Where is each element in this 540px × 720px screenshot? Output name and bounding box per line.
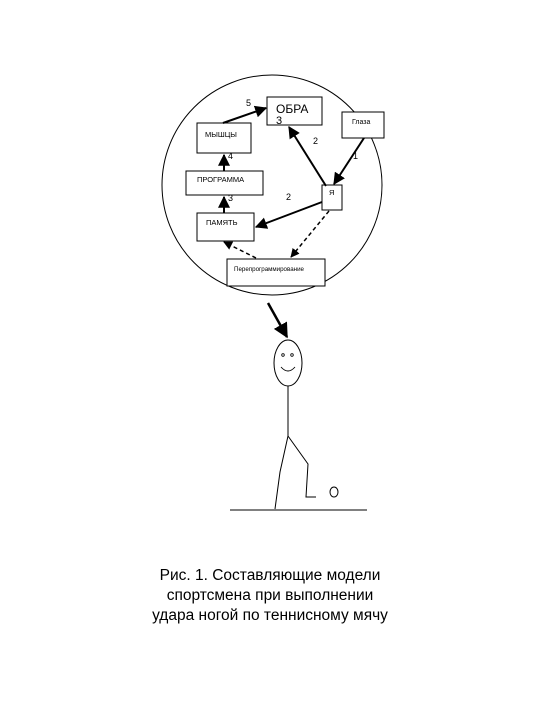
arrow-ya-pereprog (290, 210, 330, 258)
edge-label-5: 5 (246, 98, 251, 108)
tennis-ball (329, 486, 339, 498)
myshtsy-label: МЫШЦЫ (205, 130, 237, 139)
arrow-pereprog-pamyat (223, 241, 257, 259)
arrow-myshtsy-obraz (222, 105, 268, 124)
edge-label-4: 4 (228, 151, 233, 161)
arrow-ya-pamyat (254, 201, 323, 229)
edge-label-3: 3 (228, 193, 233, 203)
edge-label-2-obraz: 2 (313, 136, 318, 146)
pereprog-box (226, 258, 326, 287)
obraz-label-1: ОБРА (276, 102, 308, 116)
caption-line-1: Рис. 1. Составляющие модели (159, 567, 381, 584)
pereprog-label: Перепрограммирование (234, 266, 305, 273)
figure-head (273, 339, 303, 387)
figure-caption: Рис. 1. Составляющие модели спортсмена п… (0, 566, 540, 626)
obraz-box (266, 96, 323, 126)
figure-right-eye (290, 353, 294, 357)
arrow-glaza-ya (333, 137, 365, 186)
myshtsy-box (196, 122, 252, 154)
figure-smile (280, 366, 296, 372)
figure-right-leg (287, 435, 316, 498)
figure-left-eye (281, 353, 285, 357)
arrow-ya-obraz (288, 125, 327, 187)
caption-line-3: удара ногой по теннисному мячу (152, 607, 388, 624)
figure-left-leg (274, 435, 289, 510)
caption-line-2: спортсмена при выполнении (166, 587, 374, 604)
pamyat-box (196, 212, 255, 242)
glaza-label: Глаза (352, 119, 371, 126)
obraz-label-2: 3 (276, 115, 282, 127)
arrow-mind-head (266, 302, 289, 339)
programma-label: ПРОГРАММА (197, 175, 244, 184)
mind-circle (161, 74, 383, 296)
ya-box (321, 184, 343, 211)
edge-label-2-pamyat: 2 (286, 192, 291, 202)
glaza-box (341, 111, 385, 139)
programma-box (185, 170, 264, 196)
ya-label: Я (329, 188, 334, 197)
edge-label-1: 1 (353, 151, 358, 161)
pamyat-label: ПАМЯТЬ (206, 218, 238, 227)
